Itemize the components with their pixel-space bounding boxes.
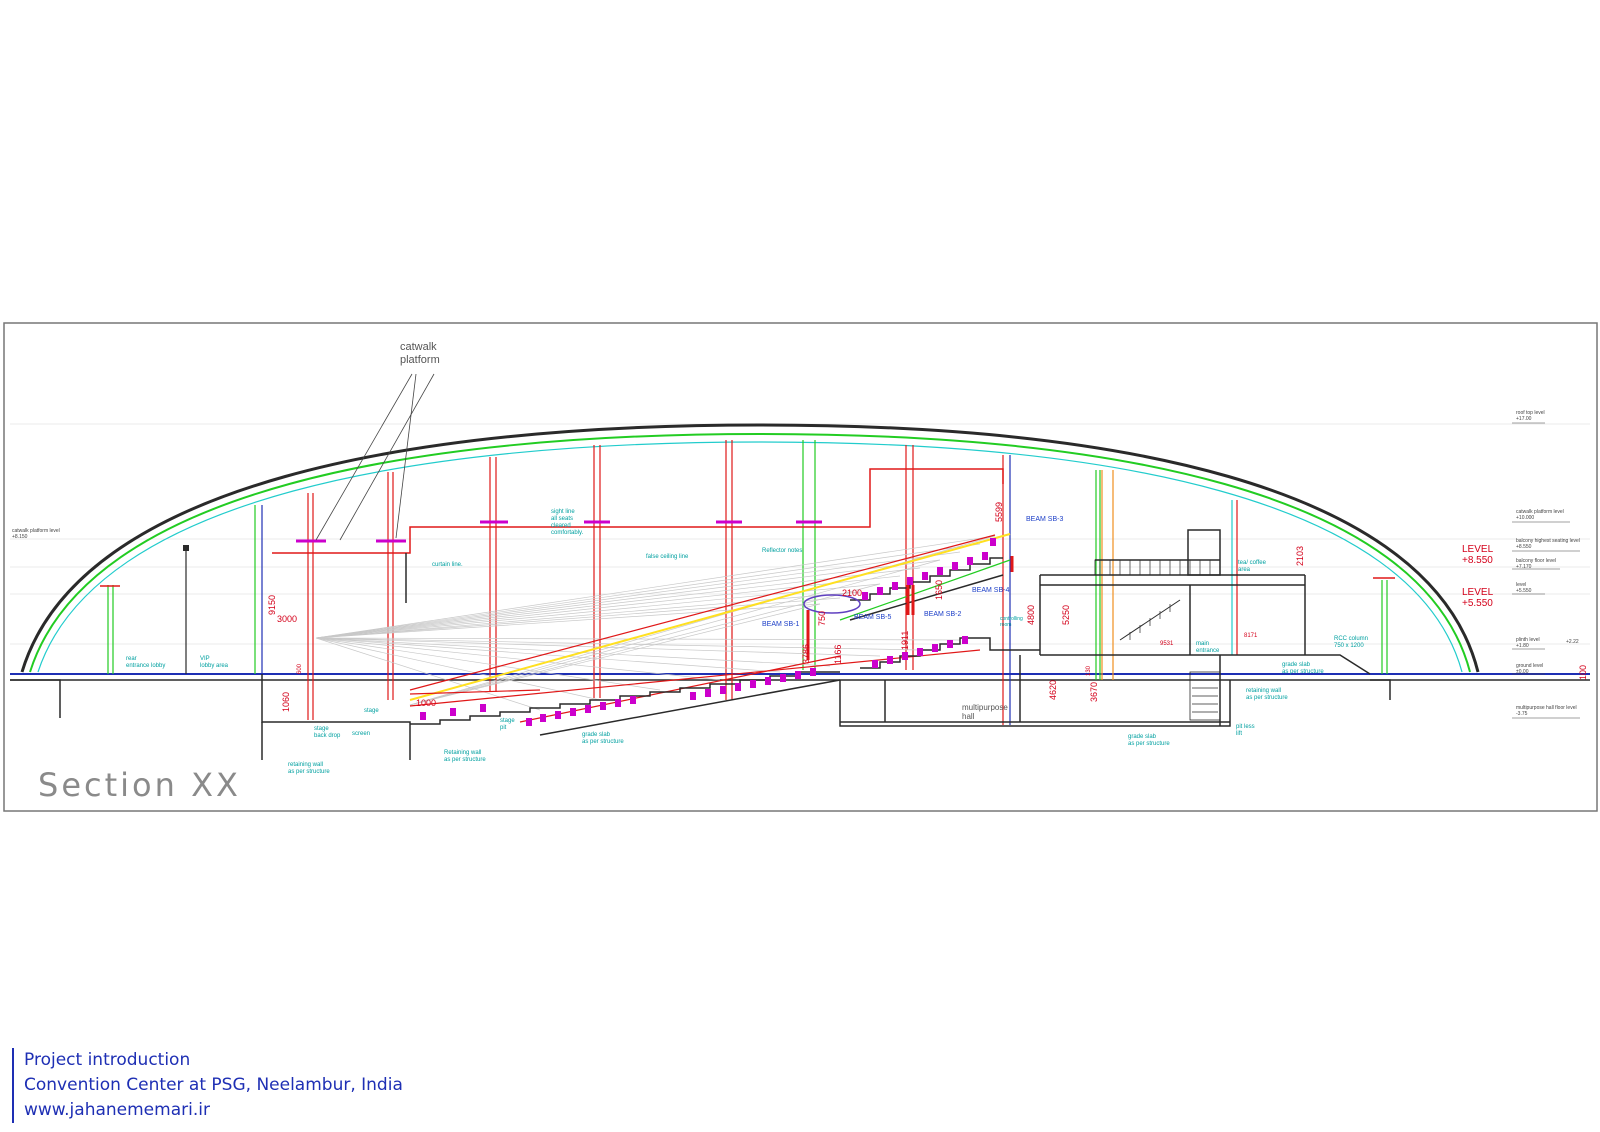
reflector-notes-label: Reflector notes [762, 548, 802, 554]
catwalk-marks [296, 520, 822, 543]
dim-130: 130 [1086, 665, 1092, 676]
stage-label: stage [364, 708, 379, 714]
dim-1060: 1060 [281, 692, 291, 712]
beam-sb1-label: BEAM SB-1 [762, 621, 799, 628]
dim-8171: 8171 [1244, 633, 1258, 639]
level-5550: level+5.550 [1516, 582, 1532, 594]
level-balcony-floor: balcony floor level+7.170 [1516, 558, 1556, 570]
level-ground: ground level±0.00 [1516, 663, 1543, 675]
dim-5250: 5250 [1061, 605, 1071, 625]
lamp-posts [100, 545, 1395, 587]
dim-2103: 2103 [1295, 546, 1305, 566]
level-balcony-seat: balcony highest seating level+8.550 [1516, 538, 1580, 550]
dim-9150: 9150 [267, 595, 277, 615]
caption-line-2: Convention Center at PSG, Neelambur, Ind… [24, 1075, 403, 1095]
level-table: roof top level+17.00 catwalk platform le… [1512, 410, 1580, 719]
level-plinth: plinth level+1.80 [1516, 637, 1540, 649]
dim-1650: 1650 [934, 580, 944, 600]
screen-label: screen [352, 731, 370, 737]
false-ceiling-label: false ceiling line [646, 554, 689, 560]
dim-9531: 9531 [1160, 641, 1174, 647]
callout-catwalk: catwalk [400, 341, 437, 353]
dim-1166: 1166 [833, 645, 843, 664]
roof-shell [20, 423, 1480, 673]
dim-2100: 2100 [842, 588, 862, 598]
dim-4620: 4620 [1048, 680, 1058, 700]
small-tag: +2.22 [1566, 639, 1579, 645]
dim-1000: 1000 [416, 698, 436, 708]
curtain-line-label: curtain line. [432, 562, 463, 568]
beam-sb5-label: BEAM SB-5 [854, 614, 891, 621]
dim-5599: 5599 [994, 502, 1004, 522]
project-caption: Project introduction Convention Center a… [12, 1048, 403, 1123]
dim-3786: 3786 [801, 644, 811, 664]
dim-3670: 3670 [1089, 682, 1099, 702]
guide-lines [10, 423, 1590, 645]
level-multipurpose: multipurpose hall floor level-3.75 [1516, 705, 1577, 717]
beam-sb2-label: BEAM SB-2 [924, 611, 961, 618]
callout-platform: platform [400, 354, 440, 366]
catwalk-level-label: catwalk platform level+8.150 [12, 528, 60, 540]
beam-markers [806, 556, 1014, 660]
caption-website: www.jahanememari.ir [24, 1100, 210, 1120]
dim-1911: 1911 [900, 631, 910, 650]
level-mark-upper: LEVEL+8.550 [1462, 544, 1494, 566]
beam-sb5-ellipse [803, 594, 861, 614]
false-ceiling [272, 468, 1004, 603]
dim-4800: 4800 [1026, 605, 1036, 625]
balcony-railing [1099, 560, 1218, 713]
right-building [839, 529, 1371, 727]
section-title: Section XX [38, 766, 241, 804]
dim-600: 600 [297, 663, 303, 674]
columns [107, 440, 1388, 725]
beam-sb3-label: BEAM SB-3 [1026, 516, 1063, 523]
level-catwalk: catwalk platform level+10.000 [1516, 509, 1564, 521]
dim-3000: 3000 [277, 614, 297, 624]
caption-line-1: Project introduction [24, 1050, 191, 1070]
beam-sb4-label: BEAM SB-4 [972, 587, 1009, 594]
seats [420, 538, 996, 726]
dim-750: 750 [817, 611, 827, 626]
callout-pointers [315, 373, 435, 541]
level-mark-lower: LEVEL+5.550 [1462, 587, 1494, 609]
left-footings [10, 679, 1391, 718]
dim-100: 100 [1578, 665, 1588, 680]
level-roof: roof top level+17.00 [1516, 410, 1545, 422]
